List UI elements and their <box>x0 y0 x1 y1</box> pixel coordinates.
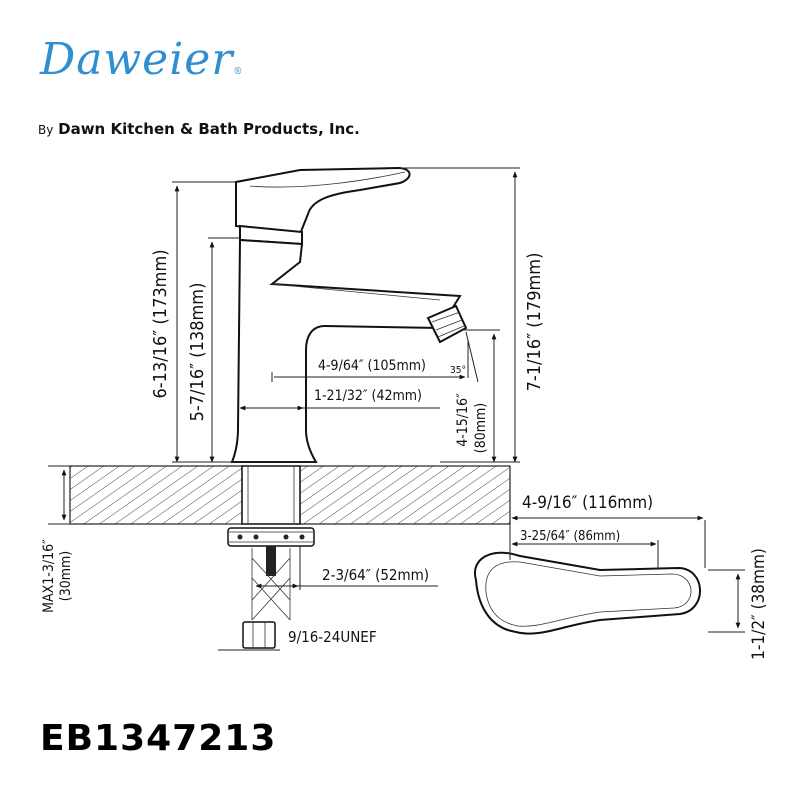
label-shank-length: 2-3/64″ (52mm) <box>322 566 429 584</box>
byline-company: Dawn Kitchen & Bath Products, Inc. <box>58 120 360 138</box>
label-aerator-angle: 35° <box>450 365 466 376</box>
label-deck-thickness: MAX1-3/16″ <box>41 539 57 613</box>
label-spout-reach: 4-9/64″ (105mm) <box>318 358 426 374</box>
label-spout-offset: 1-21/32″ (42mm) <box>314 388 422 404</box>
handle-top-view <box>473 515 745 635</box>
label-height-to-body: 5-7/16″ (138mm) <box>187 283 208 422</box>
label-handle-length: 4-9/16″ (116mm) <box>522 493 653 513</box>
brand-logo: Daweier® <box>40 34 243 85</box>
countertop <box>48 465 511 525</box>
model-number: EB1347213 <box>40 718 277 759</box>
label-spout-height-mm: (80mm) <box>473 403 489 453</box>
label-thread: 9/16-24UNEF <box>288 628 377 646</box>
label-height-to-handle: 6-13/16″ (173mm) <box>150 249 171 398</box>
registered-mark: ® <box>233 67 244 77</box>
byline: By Dawn Kitchen & Bath Products, Inc. <box>38 120 360 138</box>
label-handle-width: 1-1/2″ (38mm) <box>749 548 769 660</box>
label-overall-height: 7-1/16″ (179mm) <box>524 253 545 392</box>
byline-prefix: By <box>38 123 54 137</box>
label-spout-height: 4-15/16″ <box>455 393 471 447</box>
label-deck-thickness-mm: (30mm) <box>58 551 74 601</box>
logo-text: Daweier <box>40 34 234 85</box>
label-handle-grip: 3-25/64″ (86mm) <box>520 529 620 544</box>
dimension-lines <box>61 167 520 651</box>
